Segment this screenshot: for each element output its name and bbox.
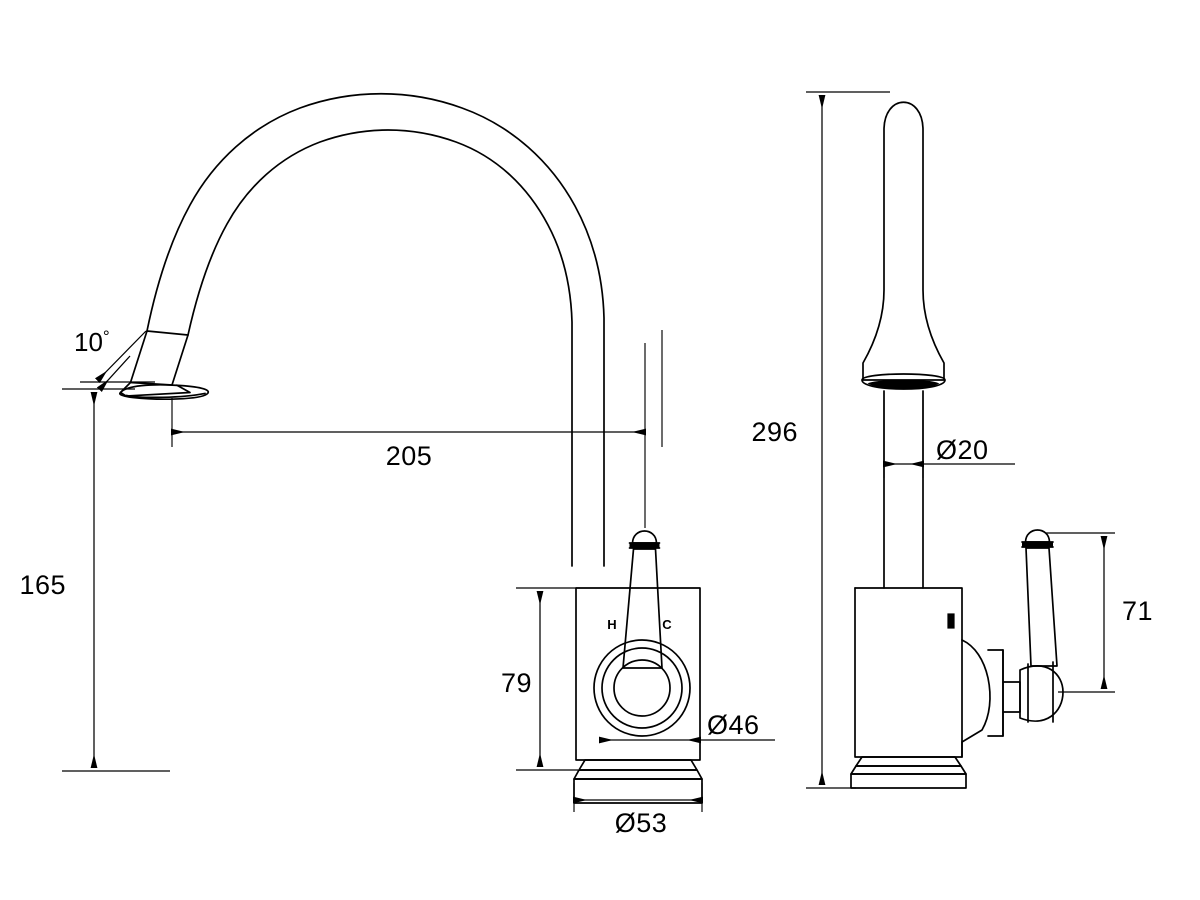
aerator-lip [119, 383, 210, 400]
spout-outer-profile [129, 92, 605, 567]
index-slot [947, 613, 955, 629]
pedestal-step-2 [573, 769, 703, 780]
spout-collar-band-upper [146, 330, 189, 336]
side-lever-dome [1024, 529, 1051, 543]
side-pedestal-plinth [850, 773, 967, 789]
escutcheon-ring-mid [601, 647, 683, 729]
valve-housing [961, 639, 991, 743]
side-aerator-ring [861, 373, 946, 390]
side-lever-stem [1025, 547, 1058, 667]
dim-label-296: 296 [751, 417, 798, 447]
angle-leader [94, 330, 147, 384]
lever-handle-dome [631, 530, 658, 544]
side-body-block [854, 587, 963, 758]
dim-label-dia20: Ø20 [936, 435, 989, 465]
angle-tick [96, 355, 131, 393]
dim-label-body-height: 79 [501, 668, 532, 698]
side-pedestal-step-2 [850, 765, 967, 775]
dim-label-height: 165 [19, 570, 66, 600]
side-body-top [854, 587, 963, 641]
side-lever-collar [1022, 542, 1053, 547]
spout-inner-profile [171, 129, 573, 567]
valve-spindle [1002, 681, 1021, 713]
escutcheon-ring-outer [593, 639, 691, 737]
side-spout-upper [862, 101, 945, 381]
lever-pivot-boss [1019, 665, 1064, 722]
cold-marking: C [662, 617, 672, 632]
side-riser-tube [883, 390, 924, 589]
body-block [575, 587, 701, 761]
side-lever-collar-lines [1021, 541, 1054, 548]
dim-label-dia46: Ø46 [707, 710, 760, 740]
dim-label-71: 71 [1122, 596, 1153, 626]
pedestal-step-1 [578, 759, 698, 771]
front-view-group: H C [119, 92, 703, 804]
side-aerator-ring-fill [867, 379, 940, 389]
hot-marking: H [607, 617, 616, 632]
aerator-lip-inner [125, 392, 206, 399]
side-view-dimensions: 296 Ø20 71 [751, 91, 1153, 789]
dim-label-reach: 205 [386, 441, 433, 471]
dim-label-angle: 10° [74, 327, 110, 358]
side-pedestal-step-1 [855, 756, 962, 767]
escutcheon-ring-inner [613, 659, 671, 717]
side-view-group [850, 101, 1064, 789]
front-view-dimensions: 205 165 10° 79 Ø46 Ø53 [19, 327, 775, 838]
dim-label-dia53: Ø53 [615, 808, 668, 838]
lever-handle-collar-fill [629, 543, 660, 548]
